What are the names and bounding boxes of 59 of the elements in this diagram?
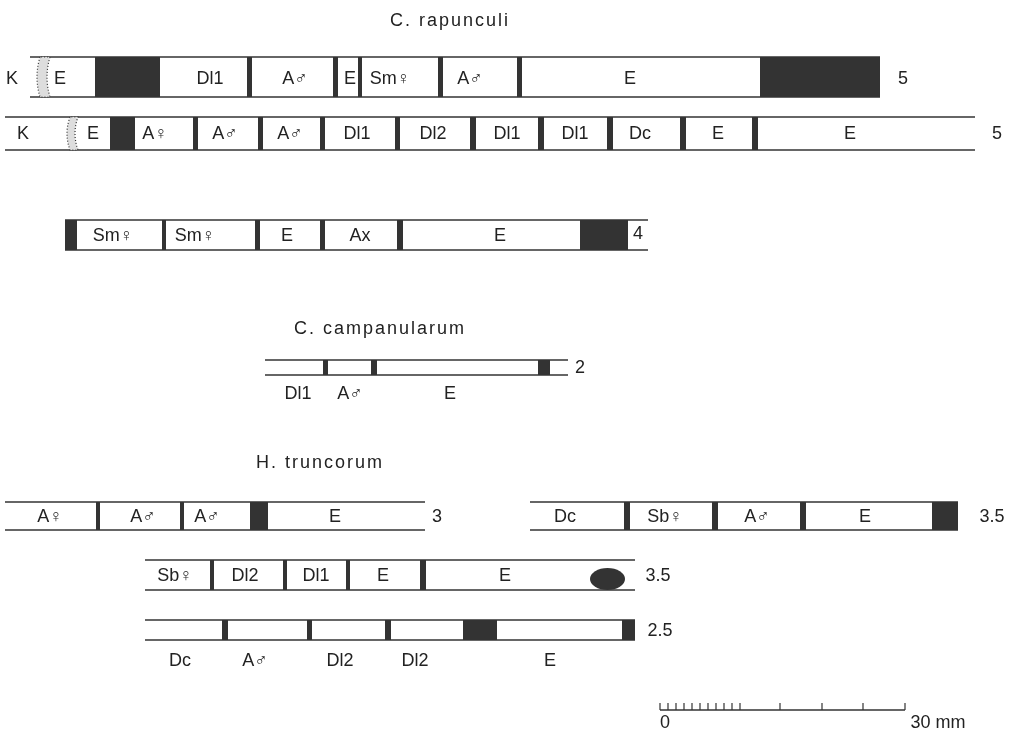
cell-label: E [494, 226, 506, 244]
cell-label: E [281, 226, 293, 244]
cell-count-number: 3 [432, 507, 442, 525]
cell-label: A♀ [37, 507, 63, 525]
cell-label: E [844, 124, 856, 142]
cell-label: Dc [554, 507, 576, 525]
cell-label: E [544, 651, 556, 669]
cell-count-number: 5 [992, 124, 1002, 142]
cell-label: E [329, 507, 341, 525]
cell-count-number: 2 [575, 358, 585, 376]
cell-label: Dl1 [302, 566, 330, 584]
cell-label: K [17, 124, 29, 142]
species-name: C. campanularum [293, 319, 467, 337]
cell-label: A♂ [277, 124, 303, 142]
cell-count-number: 3.5 [645, 566, 671, 584]
cell-count-number: 3.5 [979, 507, 1005, 525]
cell-label: Dl2 [401, 651, 429, 669]
species-name: H. truncorum [256, 453, 384, 471]
cell-label: E [54, 69, 66, 87]
cell-count-number: 2.5 [647, 621, 673, 639]
species-name: C. rapunculi [390, 11, 510, 29]
cell-label: E [624, 69, 636, 87]
cell-label: A♂ [212, 124, 238, 142]
cell-label: K [6, 69, 18, 87]
cell-label: Sm♀ [369, 69, 411, 87]
scale-label: 0 [660, 713, 670, 731]
cell-label: A♂ [194, 507, 220, 525]
cell-label: A♂ [282, 69, 308, 87]
cell-label: Sm♀ [92, 226, 134, 244]
cell-label: Dl1 [561, 124, 589, 142]
cell-label: A♂ [744, 507, 770, 525]
cell-label: E [859, 507, 871, 525]
cell-count-number: 4 [633, 224, 643, 242]
cell-label: Dl2 [231, 566, 259, 584]
scale-label: 30 mm [910, 713, 966, 731]
cell-label: Dl2 [326, 651, 354, 669]
cell-label: Dl2 [419, 124, 447, 142]
cell-label: E [87, 124, 99, 142]
cell-label: E [377, 566, 389, 584]
cell-label: Dc [169, 651, 191, 669]
cell-label: Sb♀ [647, 507, 683, 525]
cell-label: Ax [349, 226, 371, 244]
cell-count-number: 5 [898, 69, 908, 87]
cell-label: Dl1 [196, 69, 224, 87]
cell-label: A♂ [130, 507, 156, 525]
cell-label: A♀ [142, 124, 168, 142]
cell-label: Dl1 [343, 124, 371, 142]
cell-label: E [712, 124, 724, 142]
cell-label: E [444, 384, 456, 402]
cell-label: Dc [629, 124, 651, 142]
cell-label: Dl1 [284, 384, 312, 402]
cell-label: A♂ [242, 651, 268, 669]
cell-label: A♂ [457, 69, 483, 87]
cell-label: E [499, 566, 511, 584]
cell-label: E [344, 69, 356, 87]
cell-label: Dl1 [493, 124, 521, 142]
cell-label: A♂ [337, 384, 363, 402]
cell-label: Sm♀ [174, 226, 216, 244]
cell-label: Sb♀ [157, 566, 193, 584]
